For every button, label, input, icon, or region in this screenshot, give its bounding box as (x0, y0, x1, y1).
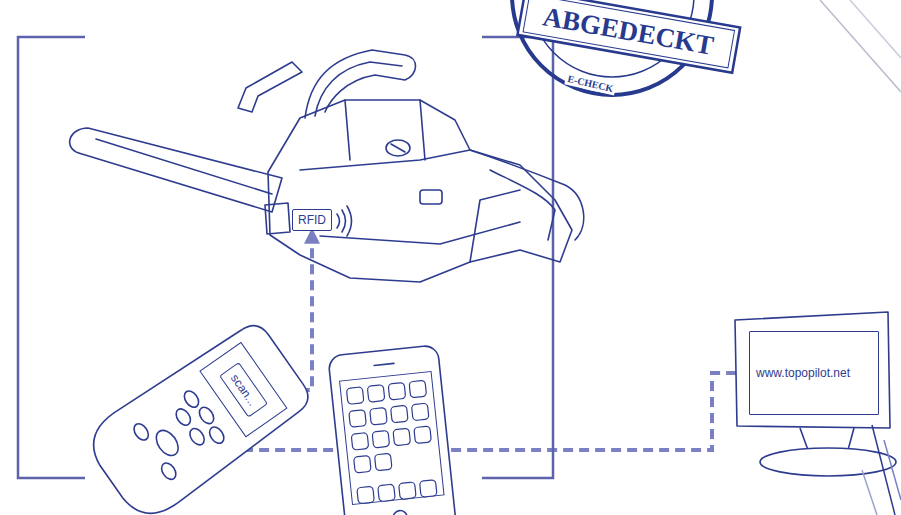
drawing-stroke (18, 37, 85, 478)
drawing-stroke (345, 100, 425, 160)
smartphone (328, 345, 457, 515)
drawing-stroke (386, 140, 410, 156)
chainsaw (70, 50, 584, 282)
node-text: www.topopilot.net (756, 366, 872, 380)
drawing-stroke (800, 428, 854, 450)
node-text: RFID (298, 213, 326, 227)
app-icon (351, 433, 369, 451)
drawing-stroke (490, 170, 555, 240)
drawing-stroke (152, 426, 183, 459)
drawing-stroke (80, 315, 318, 515)
handheld-scanner (80, 315, 318, 515)
drawing-stroke (862, 470, 877, 515)
app-icon (388, 382, 406, 400)
drawing-stroke (760, 448, 896, 476)
app-icon (346, 387, 364, 405)
drawing-stroke (181, 388, 201, 410)
drawing-stroke (420, 190, 442, 204)
drawing-stroke (391, 144, 405, 152)
app-icon (370, 407, 388, 425)
drawing-stroke (884, 440, 901, 500)
app-icon (391, 405, 409, 423)
app-icon (393, 428, 411, 446)
app-icon (367, 385, 385, 403)
drawing-stroke (265, 203, 290, 234)
drawing-stroke (340, 372, 444, 505)
drawing-stroke (96, 139, 272, 194)
drawing-stroke (268, 100, 572, 282)
drawing-stroke (337, 214, 340, 228)
drawing-stroke (207, 424, 227, 446)
app-icon (357, 486, 375, 504)
app-icon (354, 455, 372, 473)
app-icon (419, 480, 437, 498)
drawing-stroke (159, 460, 179, 482)
drawing-stroke (820, 0, 901, 92)
drawing-stroke (342, 210, 346, 232)
drawing-stroke (315, 62, 402, 116)
drawing-stroke (735, 312, 890, 428)
drawing-stroke (374, 363, 394, 365)
app-icon (411, 403, 429, 421)
decor-lines (820, 0, 901, 515)
drawing-stroke (517, 0, 740, 73)
app-icon (374, 453, 392, 471)
drawing-stroke (131, 421, 151, 443)
app-icon (349, 410, 367, 428)
drawing-stroke (305, 50, 416, 118)
drawing-stroke (238, 62, 302, 112)
drawing-stroke (173, 406, 193, 428)
drawing-stroke (196, 405, 216, 427)
drawing-stroke (470, 150, 584, 240)
rfid-tag: RFID (292, 209, 332, 231)
monitor (735, 312, 896, 476)
drawing-stroke (320, 222, 520, 244)
drawing-stroke (517, 0, 740, 73)
drawing-stroke (300, 150, 470, 170)
monitor-screen: www.topopilot.net (749, 331, 879, 415)
drawing-stroke (328, 345, 457, 515)
app-icon (372, 430, 390, 448)
stamp (512, 0, 740, 95)
drawing-stroke (470, 190, 520, 262)
drawing-stroke (392, 510, 407, 515)
drawing-stroke (872, 425, 895, 515)
dashed-arrow (243, 373, 749, 450)
drawing-stroke (347, 206, 352, 236)
drawing-stroke (523, 0, 734, 68)
drawing-stroke (850, 0, 901, 58)
drawing-stroke (70, 128, 282, 212)
app-icon (399, 482, 417, 500)
app-icon (378, 484, 396, 502)
drawing-stroke (187, 426, 207, 448)
app-icon (409, 380, 427, 398)
app-icon (414, 426, 432, 444)
